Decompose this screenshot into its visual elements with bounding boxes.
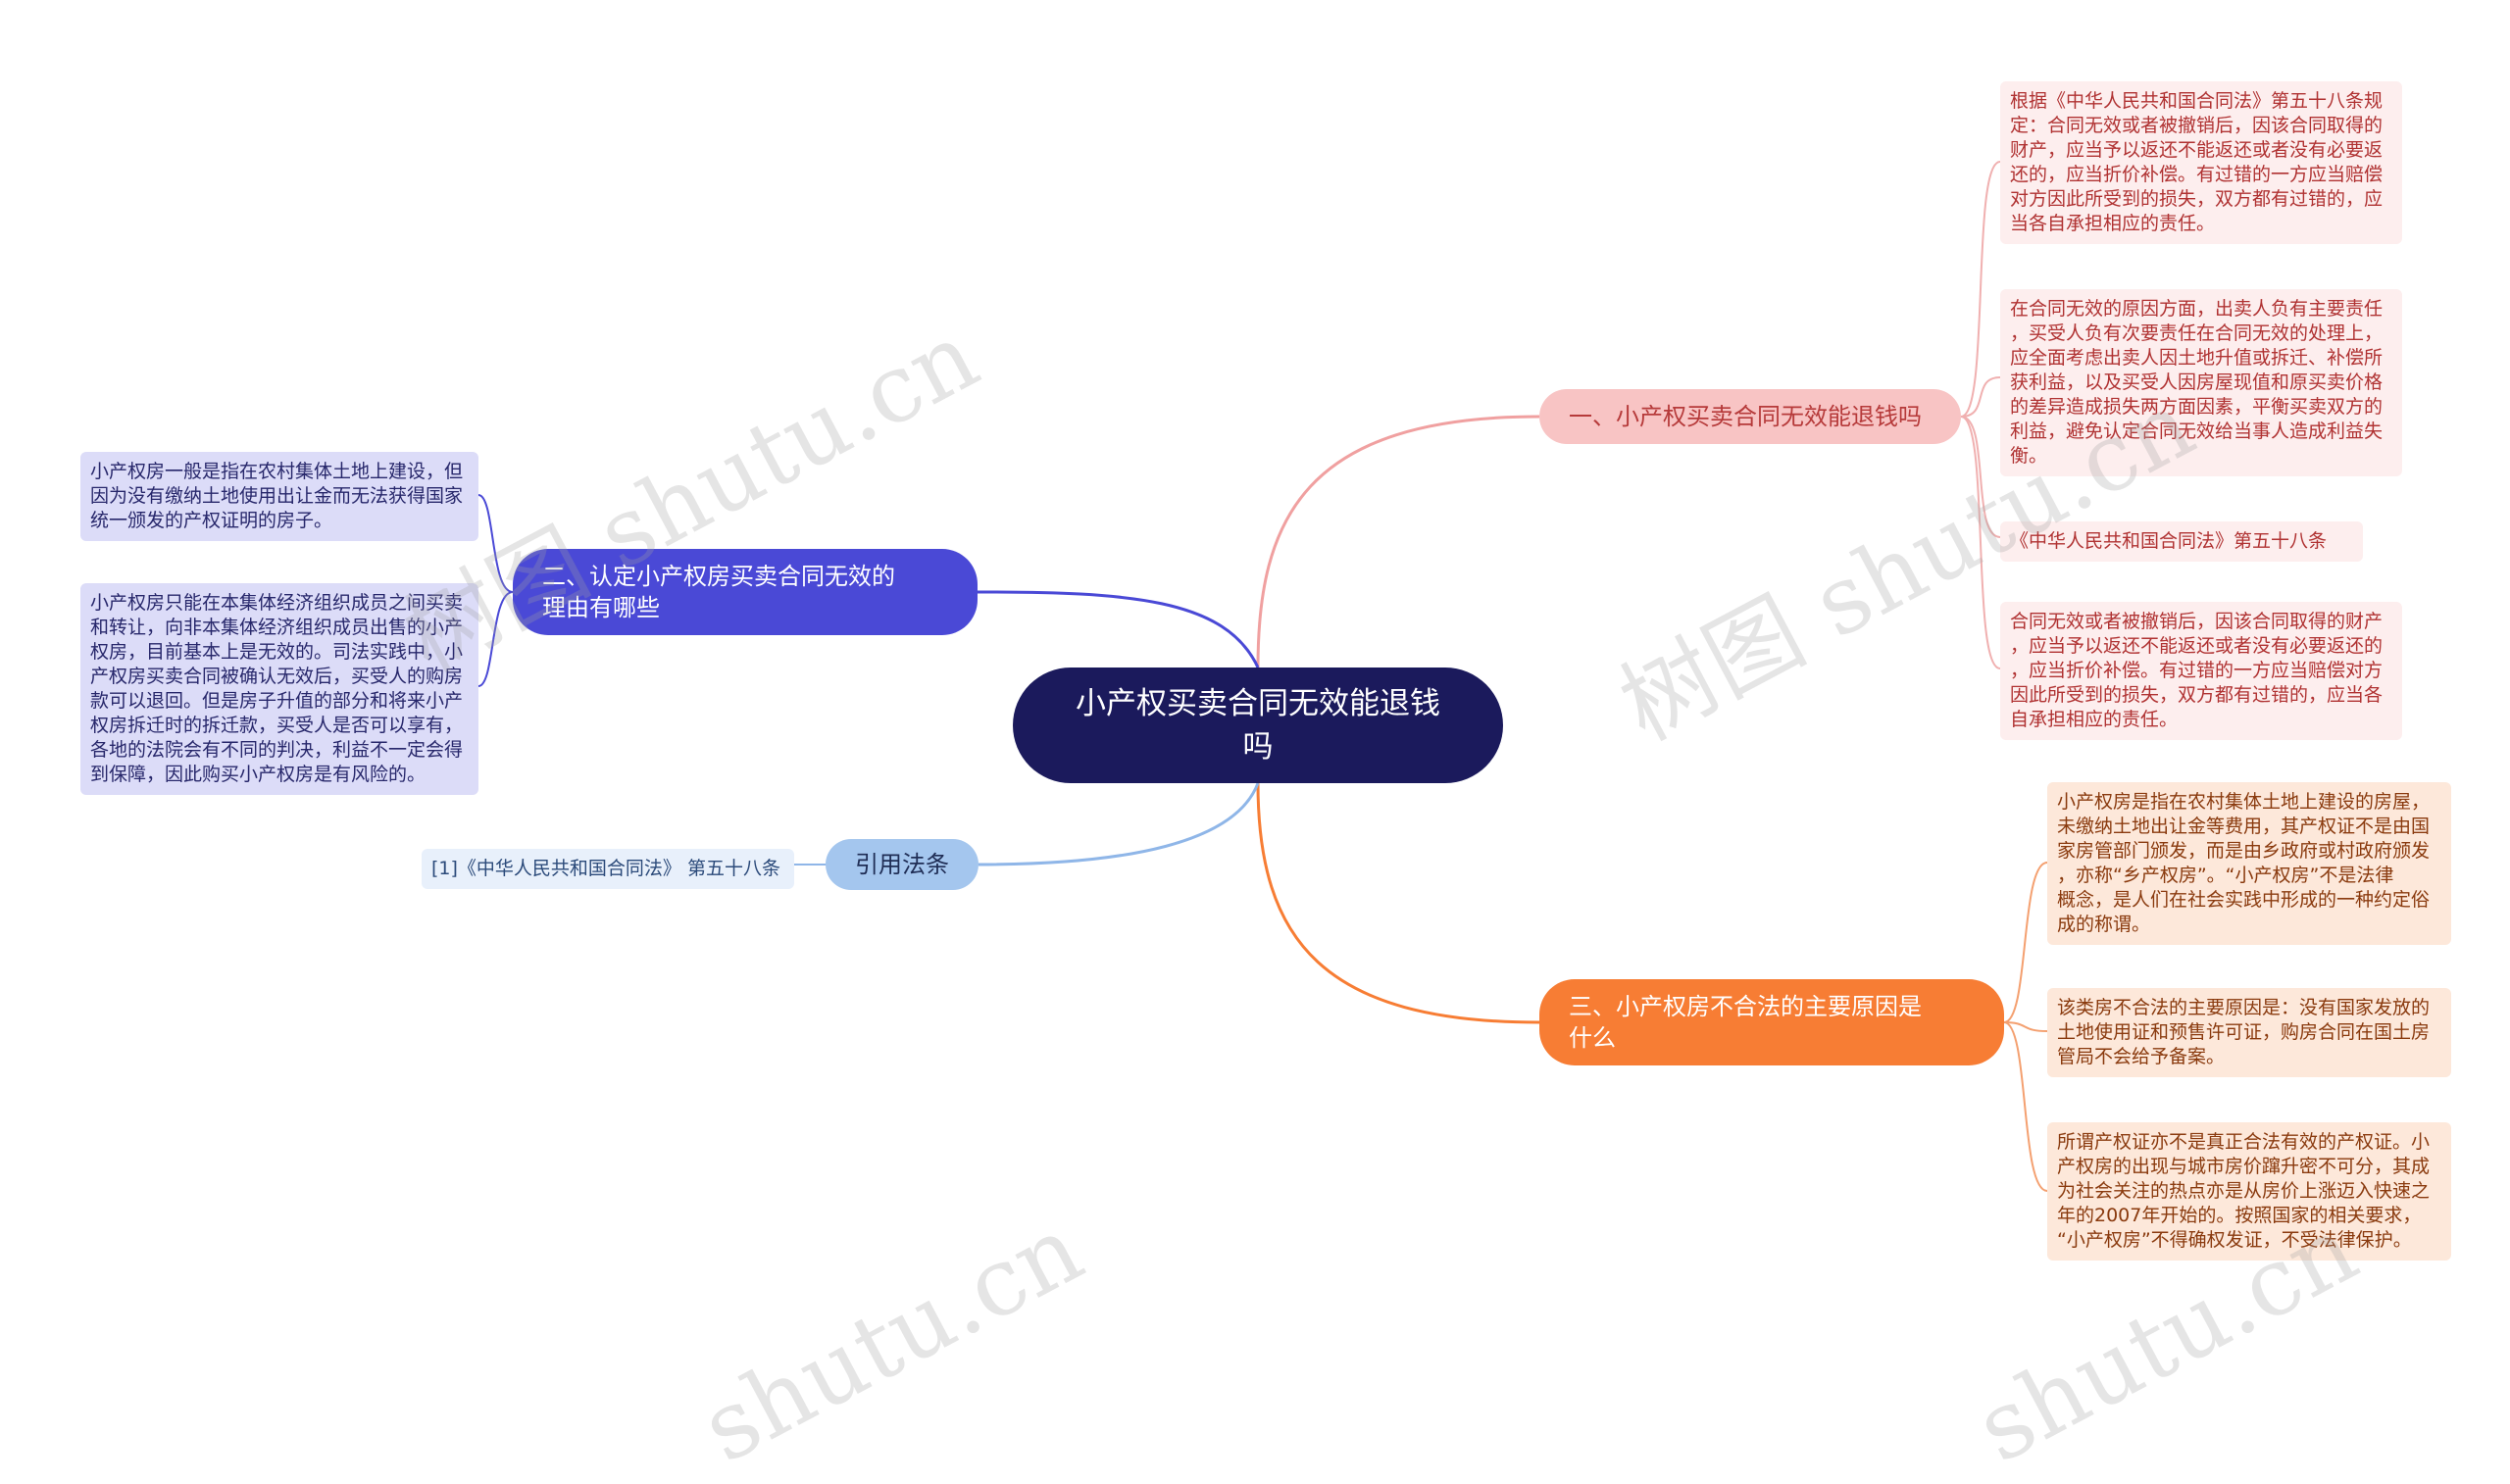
link-b1-leaf3 xyxy=(1960,416,2001,538)
leaf-b3-3[interactable]: 所谓产权证亦不是真正合法有效的产权证。小 产权房的出现与城市房价蹿升密不可分，其… xyxy=(2047,1122,2451,1261)
link-b3-leaf3 xyxy=(2003,1021,2048,1192)
leaf-b2-1[interactable]: 小产权房一般是指在农村集体土地上建设，但 因为没有缴纳土地使用出让金而无法获得国… xyxy=(80,452,478,541)
link-b1-leaf2 xyxy=(1960,376,2001,418)
leaf-b1-1[interactable]: 根据《中华人民共和国合同法》第五十八条规 定：合同无效或者被撤销后，因该合同取得… xyxy=(2000,81,2402,244)
link-center-b4 xyxy=(978,782,1260,866)
branch-3-label: 三、小产权房不合法的主要原因是 什么 xyxy=(1569,993,1922,1052)
link-b1-leaf4 xyxy=(1960,416,2001,669)
leaf-b3-2[interactable]: 该类房不合法的主要原因是：没有国家发放的 土地使用证和预售许可证，购房合同在国土… xyxy=(2047,988,2451,1077)
link-b2-leaf2 xyxy=(477,591,514,687)
leaf-citation-1[interactable]: [1]《中华人民共和国合同法》 第五十八条 xyxy=(422,849,794,889)
leaf-b3-1[interactable]: 小产权房是指在农村集体土地上建设的房屋， 未缴纳土地出让金等费用，其产权证不是由… xyxy=(2047,782,2451,945)
branch-3[interactable]: 三、小产权房不合法的主要原因是 什么 xyxy=(1539,979,2004,1065)
mindmap-canvas: 小产权买卖合同无效能退钱吗 一、小产权买卖合同无效能退钱吗 二、认定小产权房买卖… xyxy=(80,81,2451,1484)
leaf-b1-4[interactable]: 合同无效或者被撤销后，因该合同取得的财产 ，应当予以返还不能返还或者没有必要返还… xyxy=(2000,602,2402,740)
connector-lines xyxy=(477,161,2048,1192)
central-topic-label: 小产权买卖合同无效能退钱吗 xyxy=(1076,686,1440,765)
leaf-b1-2[interactable]: 在合同无效的原因方面，出卖人负有主要责任 ，买受人负有次要责任在合同无效的处理上… xyxy=(2000,289,2402,476)
link-center-b2 xyxy=(977,590,1260,668)
link-center-b1 xyxy=(1256,415,1540,668)
central-topic[interactable]: 小产权买卖合同无效能退钱吗 xyxy=(1013,668,1503,783)
link-b1-leaf1 xyxy=(1960,161,2001,418)
leaf-b1-3[interactable]: 《中华人民共和国合同法》第五十八条 xyxy=(2000,521,2363,562)
branch-2-label: 二、认定小产权房买卖合同无效的 理由有哪些 xyxy=(542,563,895,621)
branch-citation[interactable]: 引用法条 xyxy=(826,839,979,890)
leaf-b2-2[interactable]: 小产权房只能在本集体经济组织成员之间买卖 和转让，向非本集体经济组织成员出售的小… xyxy=(80,583,478,795)
link-b2-leaf1 xyxy=(477,494,514,593)
branch-1[interactable]: 一、小产权买卖合同无效能退钱吗 xyxy=(1539,389,1961,444)
link-b3-leaf1 xyxy=(2003,862,2048,1023)
branch-2[interactable]: 二、认定小产权房买卖合同无效的 理由有哪些 xyxy=(513,549,978,635)
link-b3-leaf2 xyxy=(2003,1021,2048,1032)
branch-1-label: 一、小产权买卖合同无效能退钱吗 xyxy=(1569,403,1922,430)
link-center-b3 xyxy=(1256,782,1540,1024)
branch-citation-label: 引用法条 xyxy=(855,851,949,878)
